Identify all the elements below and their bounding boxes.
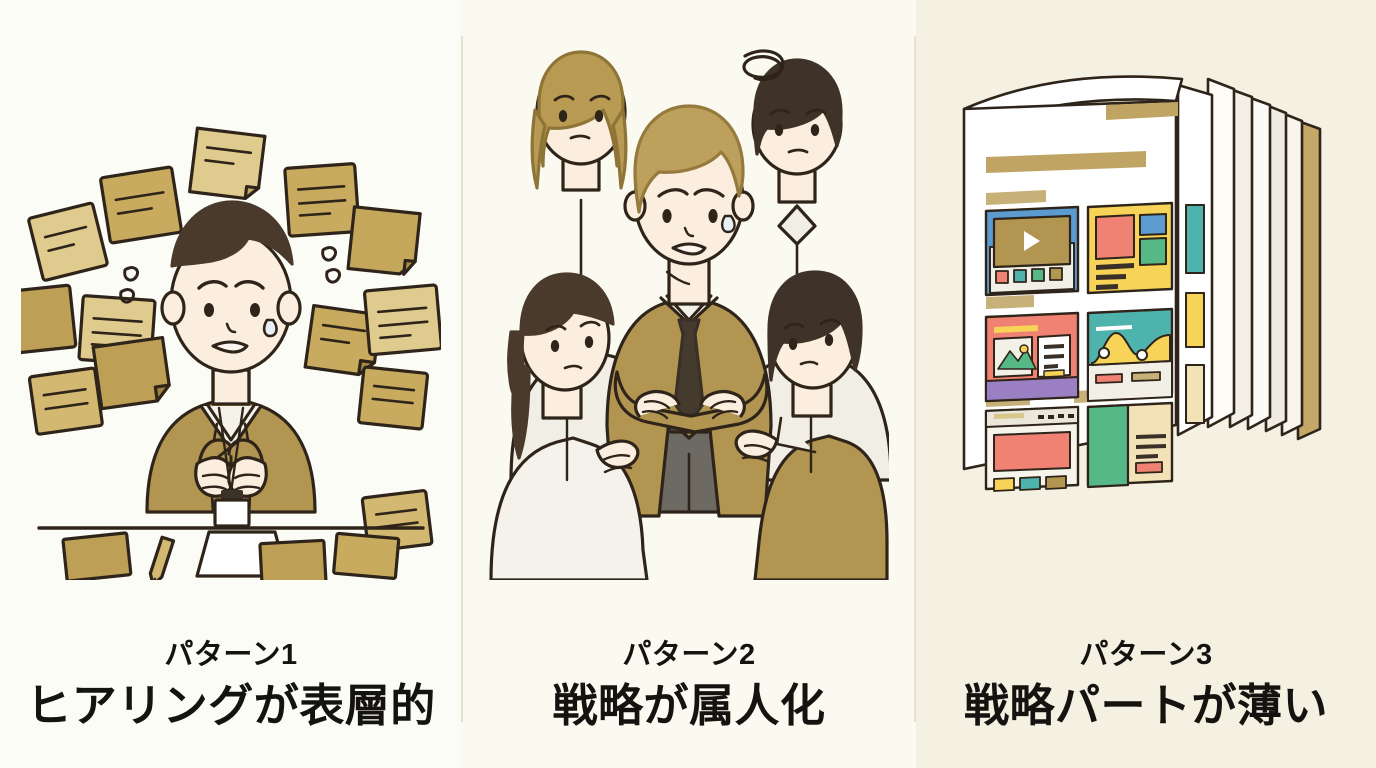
worried-man-sticky-notes-svg: [21, 126, 441, 580]
panel-2-title: 戦略が属人化: [552, 680, 826, 732]
illustration-worried-man-with-sticky-notes: [0, 0, 462, 600]
play-icon: [1024, 231, 1040, 251]
pencil: [148, 535, 176, 580]
illustration-team-relying-on-one-person: [462, 0, 916, 600]
panel-2-label: パターン2: [622, 639, 756, 672]
panel-1-title: ヒアリングが表層的: [26, 680, 436, 732]
booklet-svg: [962, 75, 1322, 492]
panel-3-label: パターン3: [1079, 639, 1213, 672]
team-group-svg: [489, 49, 889, 580]
panel-1-captions: パターン1 ヒアリングが表層的: [0, 639, 462, 732]
dashboard-card: [1086, 201, 1174, 295]
panel-1-label: パターン1: [164, 639, 298, 672]
confusion-swirl-icon: [742, 49, 785, 82]
video-card: [984, 205, 1080, 297]
panel-pattern-2: パターン2 戦略が属人化: [462, 0, 916, 768]
photo-card: [984, 311, 1080, 403]
desk: [37, 526, 425, 580]
panel-divider-2: [914, 36, 916, 722]
panel-3-captions: パターン3 戦略パートが薄い: [916, 639, 1376, 732]
central-man: [605, 104, 773, 518]
colleague-woman-front-left: [489, 272, 649, 580]
page-stack: [1206, 77, 1322, 441]
colleague-man-front-right: [734, 270, 889, 580]
panel-divider-1: [461, 36, 463, 722]
inner-page-right: [1176, 83, 1214, 437]
panel-pattern-1: パターン1 ヒアリングが表層的: [0, 0, 462, 768]
man-head: [160, 200, 302, 406]
panel-pattern-3: パターン3 戦略パートが薄い: [916, 0, 1376, 768]
sticky-note-group: [21, 126, 441, 553]
console-card: [984, 405, 1080, 492]
split-panel-card: [1086, 401, 1174, 489]
sweat-drop-group: [119, 246, 342, 304]
chart-card: [1086, 307, 1174, 402]
panel-3-title: 戦略パートが薄い: [963, 680, 1328, 732]
illustration-thick-proposal-booklet: [916, 0, 1376, 600]
panel-2-captions: パターン2 戦略が属人化: [462, 639, 916, 732]
id-badge: [213, 406, 251, 528]
